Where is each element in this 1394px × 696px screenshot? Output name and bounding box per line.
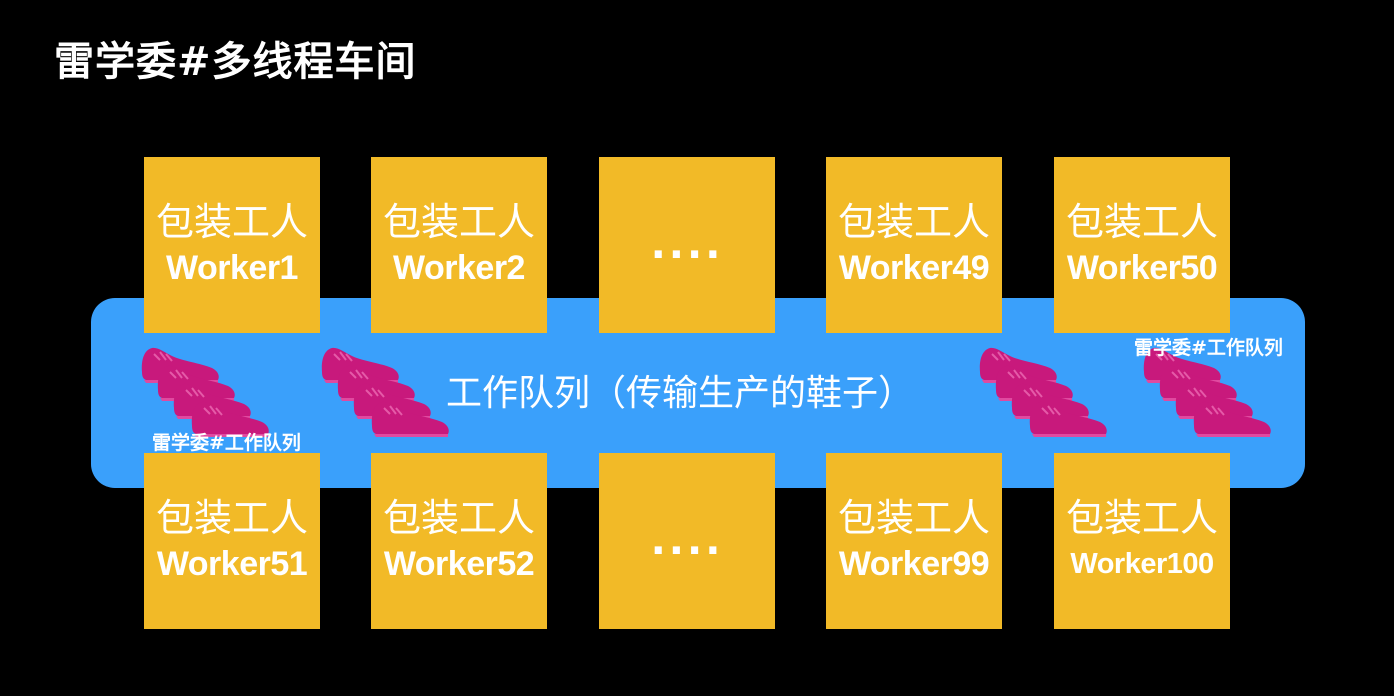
shoe-stack-icon <box>140 346 270 438</box>
worker-role: 包装工人 <box>837 496 990 540</box>
worker-box: 包装工人 Worker49 <box>826 157 1002 333</box>
worker-box: 包装工人 Worker52 <box>371 453 547 629</box>
worker-box: 包装工人 Worker51 <box>144 453 320 629</box>
shoe-stack-icon <box>320 346 450 438</box>
worker-box: 包装工人 Worker2 <box>371 157 547 333</box>
worker-box: 包装工人 Worker1 <box>144 157 320 333</box>
shoe-stack-icon <box>978 346 1108 438</box>
shoe-stack-icon <box>1142 346 1272 438</box>
worker-name: Worker100 <box>1070 548 1214 580</box>
worker-name: Worker1 <box>166 249 298 287</box>
page-title: 雷学委#多线程车间 <box>54 39 417 85</box>
ellipsis-text: .... <box>650 518 724 564</box>
queue-watermark-left: 雷学委#工作队列 <box>152 432 301 454</box>
ellipsis-text: .... <box>650 222 724 268</box>
worker-box: 包装工人 Worker50 <box>1054 157 1230 333</box>
worker-role: 包装工人 <box>382 200 535 244</box>
worker-role: 包装工人 <box>1065 496 1218 540</box>
worker-name: Worker52 <box>383 545 535 583</box>
worker-role: 包装工人 <box>1065 200 1218 244</box>
worker-role: 包装工人 <box>382 496 535 540</box>
worker-role: 包装工人 <box>155 496 308 540</box>
worker-role: 包装工人 <box>837 200 990 244</box>
worker-box: 包装工人 Worker99 <box>826 453 1002 629</box>
queue-label: 工作队列（传输生产的鞋子） <box>446 373 915 414</box>
worker-ellipsis-box: .... <box>599 453 775 629</box>
worker-name: Worker51 <box>156 545 308 583</box>
worker-ellipsis-box: .... <box>599 157 775 333</box>
worker-name: Worker50 <box>1066 249 1218 287</box>
worker-name: Worker2 <box>393 249 525 287</box>
worker-name: Worker99 <box>838 545 990 583</box>
worker-box: 包装工人 Worker100 <box>1054 453 1230 629</box>
worker-name: Worker49 <box>838 249 990 287</box>
queue-watermark-right: 雷学委#工作队列 <box>1134 337 1283 359</box>
worker-role: 包装工人 <box>155 200 308 244</box>
